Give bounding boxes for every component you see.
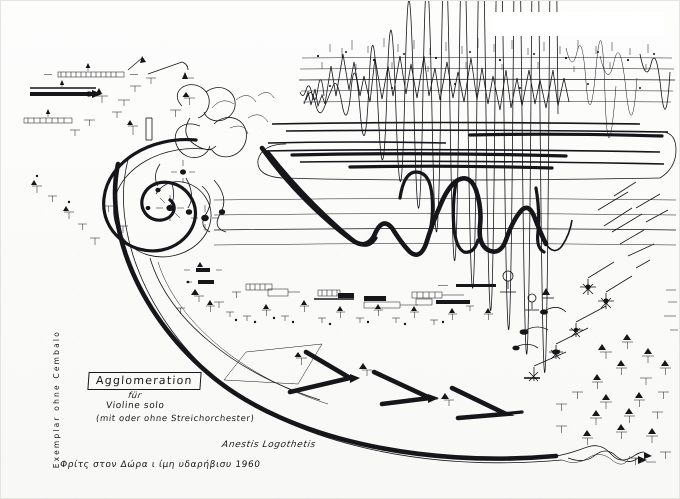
diagonal-slashes	[597, 181, 669, 269]
dedication-inscription: Φρίτς στον Δώρα ι ίμη υδαρήβισυ 1960	[59, 460, 262, 470]
vertical-margin-note: Exemplar ohne Cembalo	[52, 330, 61, 469]
tee-glyph-b	[170, 109, 181, 117]
starburst-b	[598, 275, 633, 309]
top-center-fragments	[211, 92, 275, 135]
small-glyphs-upper-left	[70, 77, 156, 136]
cluster-triangles	[583, 334, 669, 436]
upper-staff-lines	[298, 57, 676, 103]
starburst-a	[580, 261, 615, 295]
starburst-cluster	[512, 181, 678, 465]
great-arc	[112, 159, 652, 465]
tail-flourish	[567, 450, 656, 464]
long-horizontal-strokes	[257, 121, 677, 181]
bracket-glyph	[145, 117, 153, 141]
flag-stem-glyph	[127, 56, 194, 79]
band-noteheads	[206, 305, 493, 325]
instrumentation-label: Violine solo	[105, 401, 166, 411]
band-triangles	[207, 300, 491, 313]
tadpole-glyphs	[512, 307, 567, 351]
bold-sinuous-wave	[259, 145, 573, 257]
bold-chevrons	[287, 349, 524, 421]
upper-dots	[316, 51, 655, 89]
hatched-bars-upper-left	[23, 56, 195, 141]
right-edge-ticks	[664, 289, 678, 331]
spiral-cluster	[102, 84, 247, 258]
circle-bar-glyphs	[500, 270, 554, 311]
for-label: für	[127, 391, 143, 401]
blank-label-rectangle	[492, 12, 664, 36]
left-glyph-column	[31, 174, 128, 245]
score-title: Agglomeration	[87, 372, 202, 390]
starburst-c	[569, 305, 607, 338]
starburst-e	[524, 351, 567, 382]
mid-band-hatched-glyphs	[184, 262, 496, 326]
composer-signature: Anestis Logothetis	[221, 440, 317, 450]
tee-glyph-a	[127, 120, 138, 135]
parallelogram-outline	[223, 343, 323, 385]
starburst-d	[549, 327, 589, 360]
upper-tick-marks	[321, 38, 649, 72]
zigzag-waveform-upper	[299, 0, 671, 373]
instrumentation-note: (mit oder ohne Streichorchester)	[95, 414, 255, 424]
tee-glyph-c	[182, 92, 195, 105]
band-dots	[234, 316, 445, 326]
lower-left-small-glyphs	[176, 280, 241, 314]
lower-staff-lines	[213, 198, 677, 246]
chevron-side-glyphs	[359, 363, 454, 406]
cluster-noteheads	[556, 341, 671, 465]
parallelogram-inner-glyph	[294, 352, 307, 365]
